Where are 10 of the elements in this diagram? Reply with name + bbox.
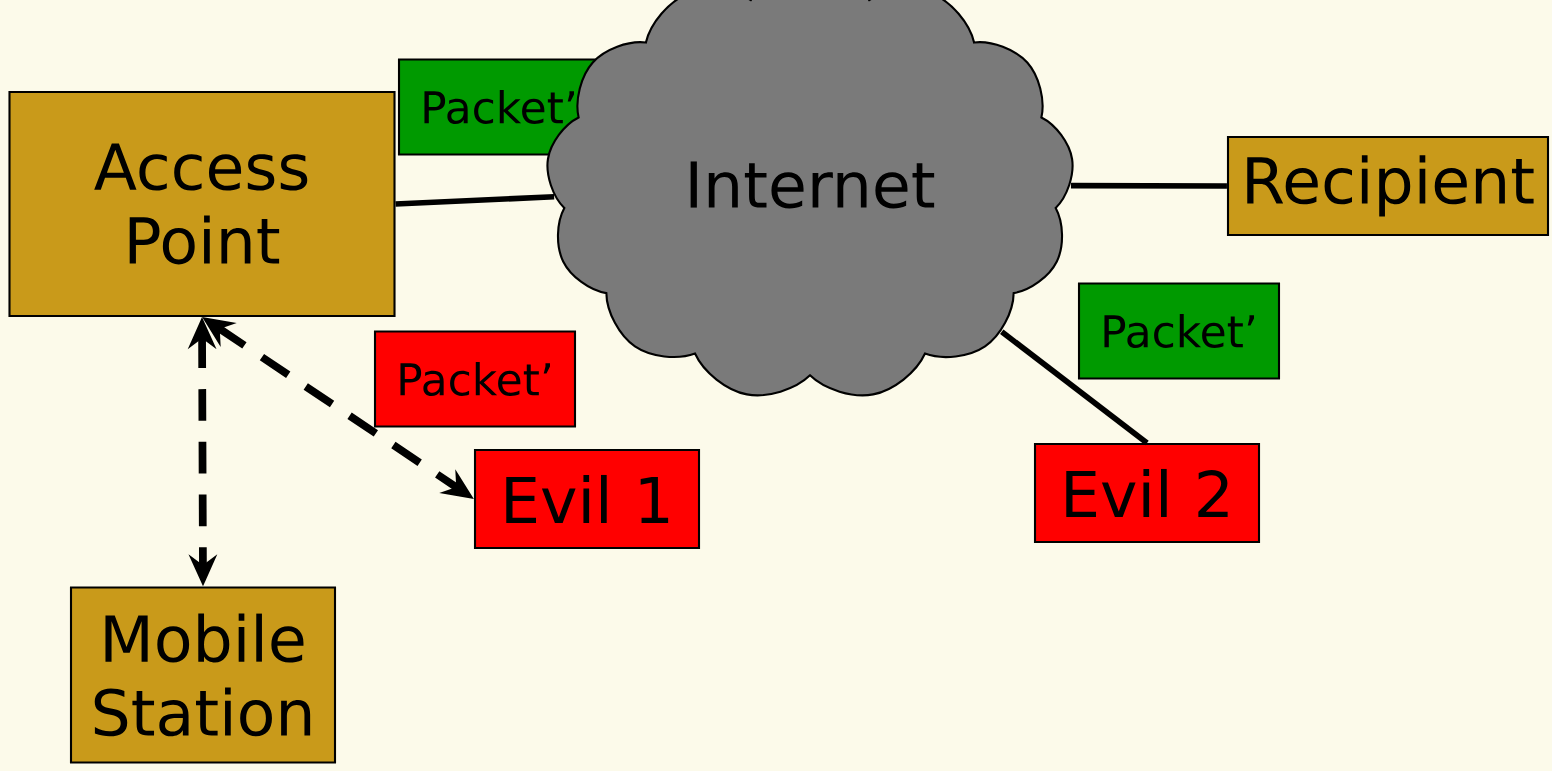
connector [395,193,555,207]
attacker-box: Evil 2 [1033,442,1261,544]
connector [1000,329,1149,446]
device-box: Mobile Station [69,586,337,764]
attacker-box: Evil 1 [473,448,701,550]
connector [1070,182,1227,189]
attacker-box: Packet’ [373,330,577,428]
device-box: Access Point [8,90,396,318]
device-box: Recipient [1226,135,1550,237]
packet-tag: Packet’ [1077,282,1281,380]
